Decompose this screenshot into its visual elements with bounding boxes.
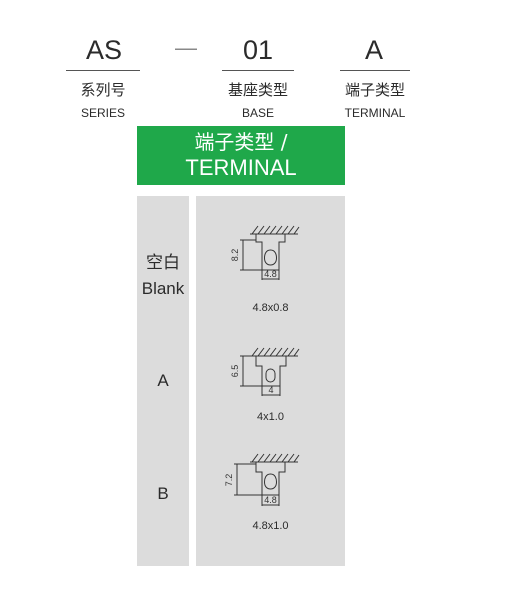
separator-dash: — bbox=[175, 35, 197, 60]
b-height-dim: 7.2 bbox=[224, 474, 234, 487]
b-width-dim: 4.8 bbox=[264, 495, 277, 505]
terminal-label-en: TERMINAL bbox=[344, 106, 406, 120]
base-label-cn: 基座类型 bbox=[227, 81, 288, 99]
base-label-en: BASE bbox=[241, 106, 274, 120]
base-code: 01 bbox=[242, 35, 274, 65]
b-spec-label: 4.8x1.0 bbox=[252, 520, 289, 532]
a-width-dim: 4 bbox=[268, 385, 273, 395]
a-spec-label: 4x1.0 bbox=[257, 411, 284, 423]
terminal-label-cn: 端子类型 bbox=[344, 81, 405, 99]
a-height-dim: 6.5 bbox=[230, 365, 240, 378]
series-code: AS bbox=[85, 35, 123, 65]
terminal-underline bbox=[340, 70, 410, 71]
base-underline bbox=[222, 70, 294, 71]
terminal-diagram-b: 7.2 4.8 bbox=[224, 453, 300, 506]
row-label-blank-en: Blank bbox=[141, 279, 185, 298]
label-column bbox=[137, 196, 189, 566]
terminal-banner: 端子类型 / TERMINAL bbox=[137, 126, 345, 185]
row-label-blank: 空白 Blank bbox=[137, 250, 189, 302]
series-underline bbox=[66, 70, 140, 71]
series-label-cn: 系列号 bbox=[80, 81, 126, 99]
row-label-a: A bbox=[157, 371, 169, 390]
row-label-b: B bbox=[157, 484, 169, 503]
terminal-code: A bbox=[364, 35, 383, 65]
terminal-diagram-blank: 8.2 4.8 bbox=[230, 225, 300, 280]
series-label-en: SERIES bbox=[80, 106, 125, 120]
blank-width-dim: 4.8 bbox=[264, 269, 277, 279]
row-label-blank-cn: 空白 bbox=[146, 253, 180, 273]
diagram-column bbox=[196, 196, 345, 566]
terminal-diagram-a: 6.5 4 bbox=[230, 347, 300, 396]
blank-spec-label: 4.8x0.8 bbox=[252, 302, 289, 314]
banner-title-en: TERMINAL bbox=[185, 155, 297, 180]
banner-title-cn: 端子类型 / bbox=[194, 130, 288, 154]
blank-height-dim: 8.2 bbox=[230, 249, 240, 262]
